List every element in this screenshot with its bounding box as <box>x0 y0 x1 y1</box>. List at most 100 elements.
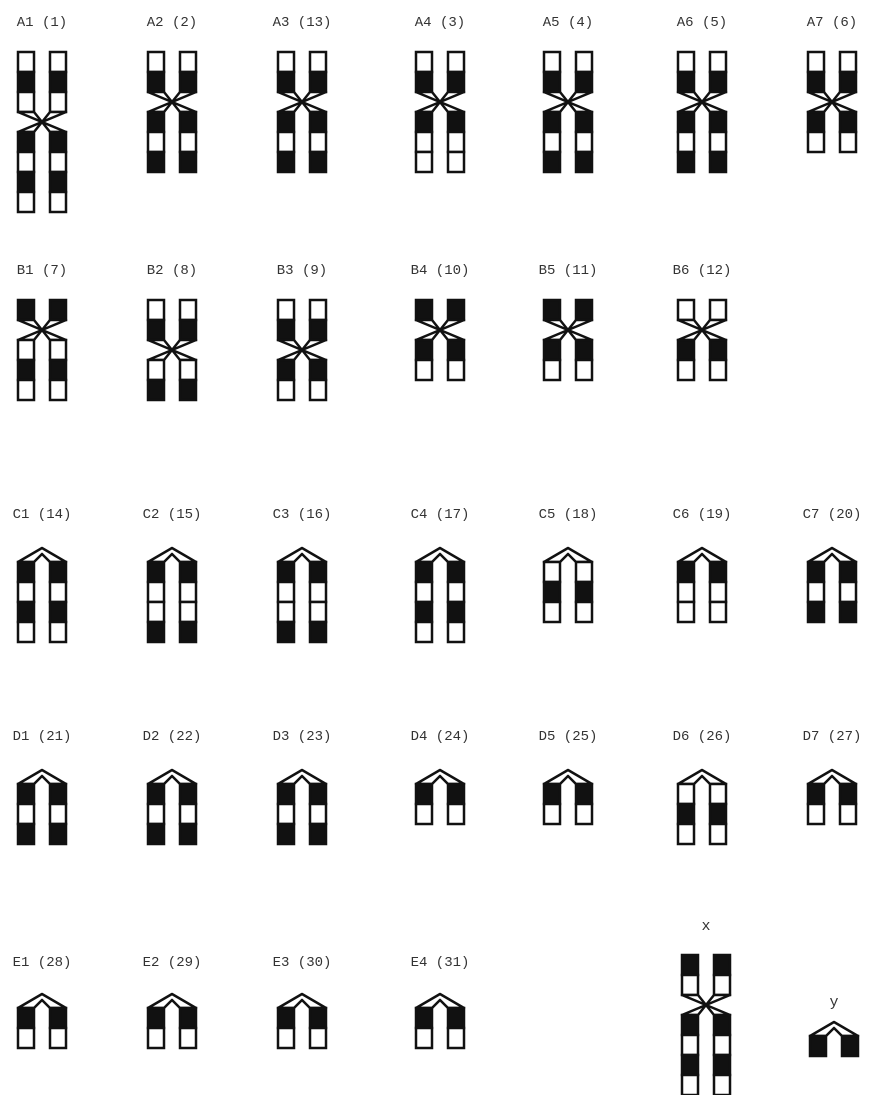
chromosome-c5-left-arm-band <box>544 602 560 622</box>
chromosome-a7-p-left-band <box>808 72 824 92</box>
chromosome-d2-right-arm-band <box>180 804 196 824</box>
chromosome-label-c6: C6 (19) <box>673 507 732 523</box>
chromosome-a3 <box>278 52 326 172</box>
chromosome-c6-centromere-cap <box>678 548 726 562</box>
chromosome-y-left-arm-band <box>810 1036 826 1056</box>
chromosome-a2-q-right-band <box>180 152 196 172</box>
chromosome-a1-p-right-band <box>50 72 66 92</box>
chromosome-b6-p-right-band <box>710 300 726 320</box>
chromosome-a5-p-right-band <box>576 72 592 92</box>
chromosome-b2-q-right-band <box>180 380 196 400</box>
chromosome-a5-p-right-band <box>576 52 592 72</box>
chromosome-a2-q-right-band <box>180 132 196 152</box>
chromosome-b4 <box>416 300 464 380</box>
chromosome-c7-right-arm-band <box>840 582 856 602</box>
chromosome-d6-right-arm-band <box>710 804 726 824</box>
chromosome-a2-q-left-band <box>148 112 164 132</box>
chromosome-e1-left-arm-band <box>18 1028 34 1048</box>
chromosome-c2 <box>148 548 196 642</box>
chromosome-c6 <box>678 548 726 622</box>
chromosome-a1-q-left-band <box>18 172 34 192</box>
chromosome-x-q-right-band <box>714 1035 730 1055</box>
chromosome-d2-left-arm-band <box>148 824 164 844</box>
chromosome-a5-q-left-band <box>544 132 560 152</box>
chromosome-a6-q-left-band <box>678 132 694 152</box>
chromosome-b5-q-right-band <box>576 360 592 380</box>
chromosome-label-a2: A2 (2) <box>147 15 197 31</box>
chromosome-label-d3: D3 (23) <box>273 729 332 745</box>
chromosome-d5-right-arm-band <box>576 804 592 824</box>
chromosome-c1-left-arm-band <box>18 562 34 582</box>
chromosome-c4-right-arm-band <box>448 622 464 642</box>
chromosome-c1-right-arm-band <box>50 602 66 622</box>
chromosome-label-d2: D2 (22) <box>143 729 202 745</box>
chromosome-a1 <box>18 52 66 212</box>
chromosome-label-a3: A3 (13) <box>273 15 332 31</box>
chromosome-e4 <box>416 994 464 1048</box>
chromosome-c2-right-arm-band <box>180 562 196 582</box>
chromosome-d1-left-arm-band <box>18 824 34 844</box>
chromosome-a1-p-right-band <box>50 92 66 112</box>
chromosome-a5-p-left-band <box>544 72 560 92</box>
chromosome-a2-p-left-band <box>148 72 164 92</box>
chromosome-d6-right-arm-band <box>710 824 726 844</box>
chromosome-b4-q-right-band <box>448 360 464 380</box>
chromosome-e2-right-arm-band <box>180 1008 196 1028</box>
chromosome-e2-right-arm-band <box>180 1028 196 1048</box>
chromosome-a4-q-left-band <box>416 132 432 152</box>
chromosome-a7-p-right-band <box>840 72 856 92</box>
chromosome-c3-right-arm-band <box>310 622 326 642</box>
chromosome-shapes <box>18 52 858 1095</box>
chromosome-a1-q-left-band <box>18 132 34 152</box>
chromosome-e3-left-arm-band <box>278 1028 294 1048</box>
chromosome-a2 <box>148 52 196 172</box>
chromosome-c6-right-arm-band <box>710 602 726 622</box>
chromosome-x-q-left-band <box>682 1055 698 1075</box>
chromosome-y <box>810 1022 858 1056</box>
chromosome-c5-left-arm-band <box>544 562 560 582</box>
chromosome-c4-right-arm-band <box>448 562 464 582</box>
chromosome-label-a6: A6 (5) <box>677 15 727 31</box>
chromosome-c3-left-arm-band <box>278 602 294 622</box>
chromosome-e3 <box>278 994 326 1048</box>
chromosome-c4-left-arm-band <box>416 602 432 622</box>
chromosome-label-d7: D7 (27) <box>803 729 862 745</box>
chromosome-c1 <box>18 548 66 642</box>
chromosome-x-q-left-band <box>682 1075 698 1095</box>
chromosome-a4-q-right-band <box>448 152 464 172</box>
chromosome-a6-p-right-band <box>710 52 726 72</box>
chromosome-c3-right-arm-band <box>310 582 326 602</box>
chromosome-a1-q-right-band <box>50 172 66 192</box>
chromosome-b4-q-right-band <box>448 340 464 360</box>
chromosome-e1-right-arm-band <box>50 1008 66 1028</box>
chromosome-c3-left-arm-band <box>278 582 294 602</box>
chromosome-a2-p-left-band <box>148 52 164 72</box>
chromosome-c6-right-arm-band <box>710 582 726 602</box>
chromosome-d5-left-arm-band <box>544 804 560 824</box>
chromosome-b3-q-right-band <box>310 360 326 380</box>
chromosome-d7-left-arm-band <box>808 804 824 824</box>
chromosome-a7-q-left-band <box>808 112 824 132</box>
chromosome-e3-left-arm-band <box>278 1008 294 1028</box>
chromosome-c5 <box>544 548 592 622</box>
chromosome-e4-right-arm-band <box>448 1008 464 1028</box>
chromosome-b2-p-left-band <box>148 300 164 320</box>
chromosome-c5-left-arm-band <box>544 582 560 602</box>
chromosome-e1-right-arm-band <box>50 1028 66 1048</box>
chromosome-a4-p-right-band <box>448 72 464 92</box>
chromosome-label-c3: C3 (16) <box>273 507 332 523</box>
chromosome-d3-left-arm-band <box>278 824 294 844</box>
chromosome-b3-p-right-band <box>310 300 326 320</box>
chromosome-a6-q-right-band <box>710 152 726 172</box>
chromosome-label-d1: D1 (21) <box>13 729 72 745</box>
chromosome-a1-q-right-band <box>50 152 66 172</box>
chromosome-e4-left-arm-band <box>416 1028 432 1048</box>
chromosome-c7 <box>808 548 856 622</box>
chromosome-b3-p-left-band <box>278 320 294 340</box>
chromosome-a1-q-left-band <box>18 192 34 212</box>
chromosome-c1-left-arm-band <box>18 602 34 622</box>
chromosome-b1-p-left-band <box>18 300 34 320</box>
chromosome-a1-q-right-band <box>50 132 66 152</box>
chromosome-label-b5: B5 (11) <box>539 263 598 279</box>
chromosome-a1-p-right-band <box>50 52 66 72</box>
